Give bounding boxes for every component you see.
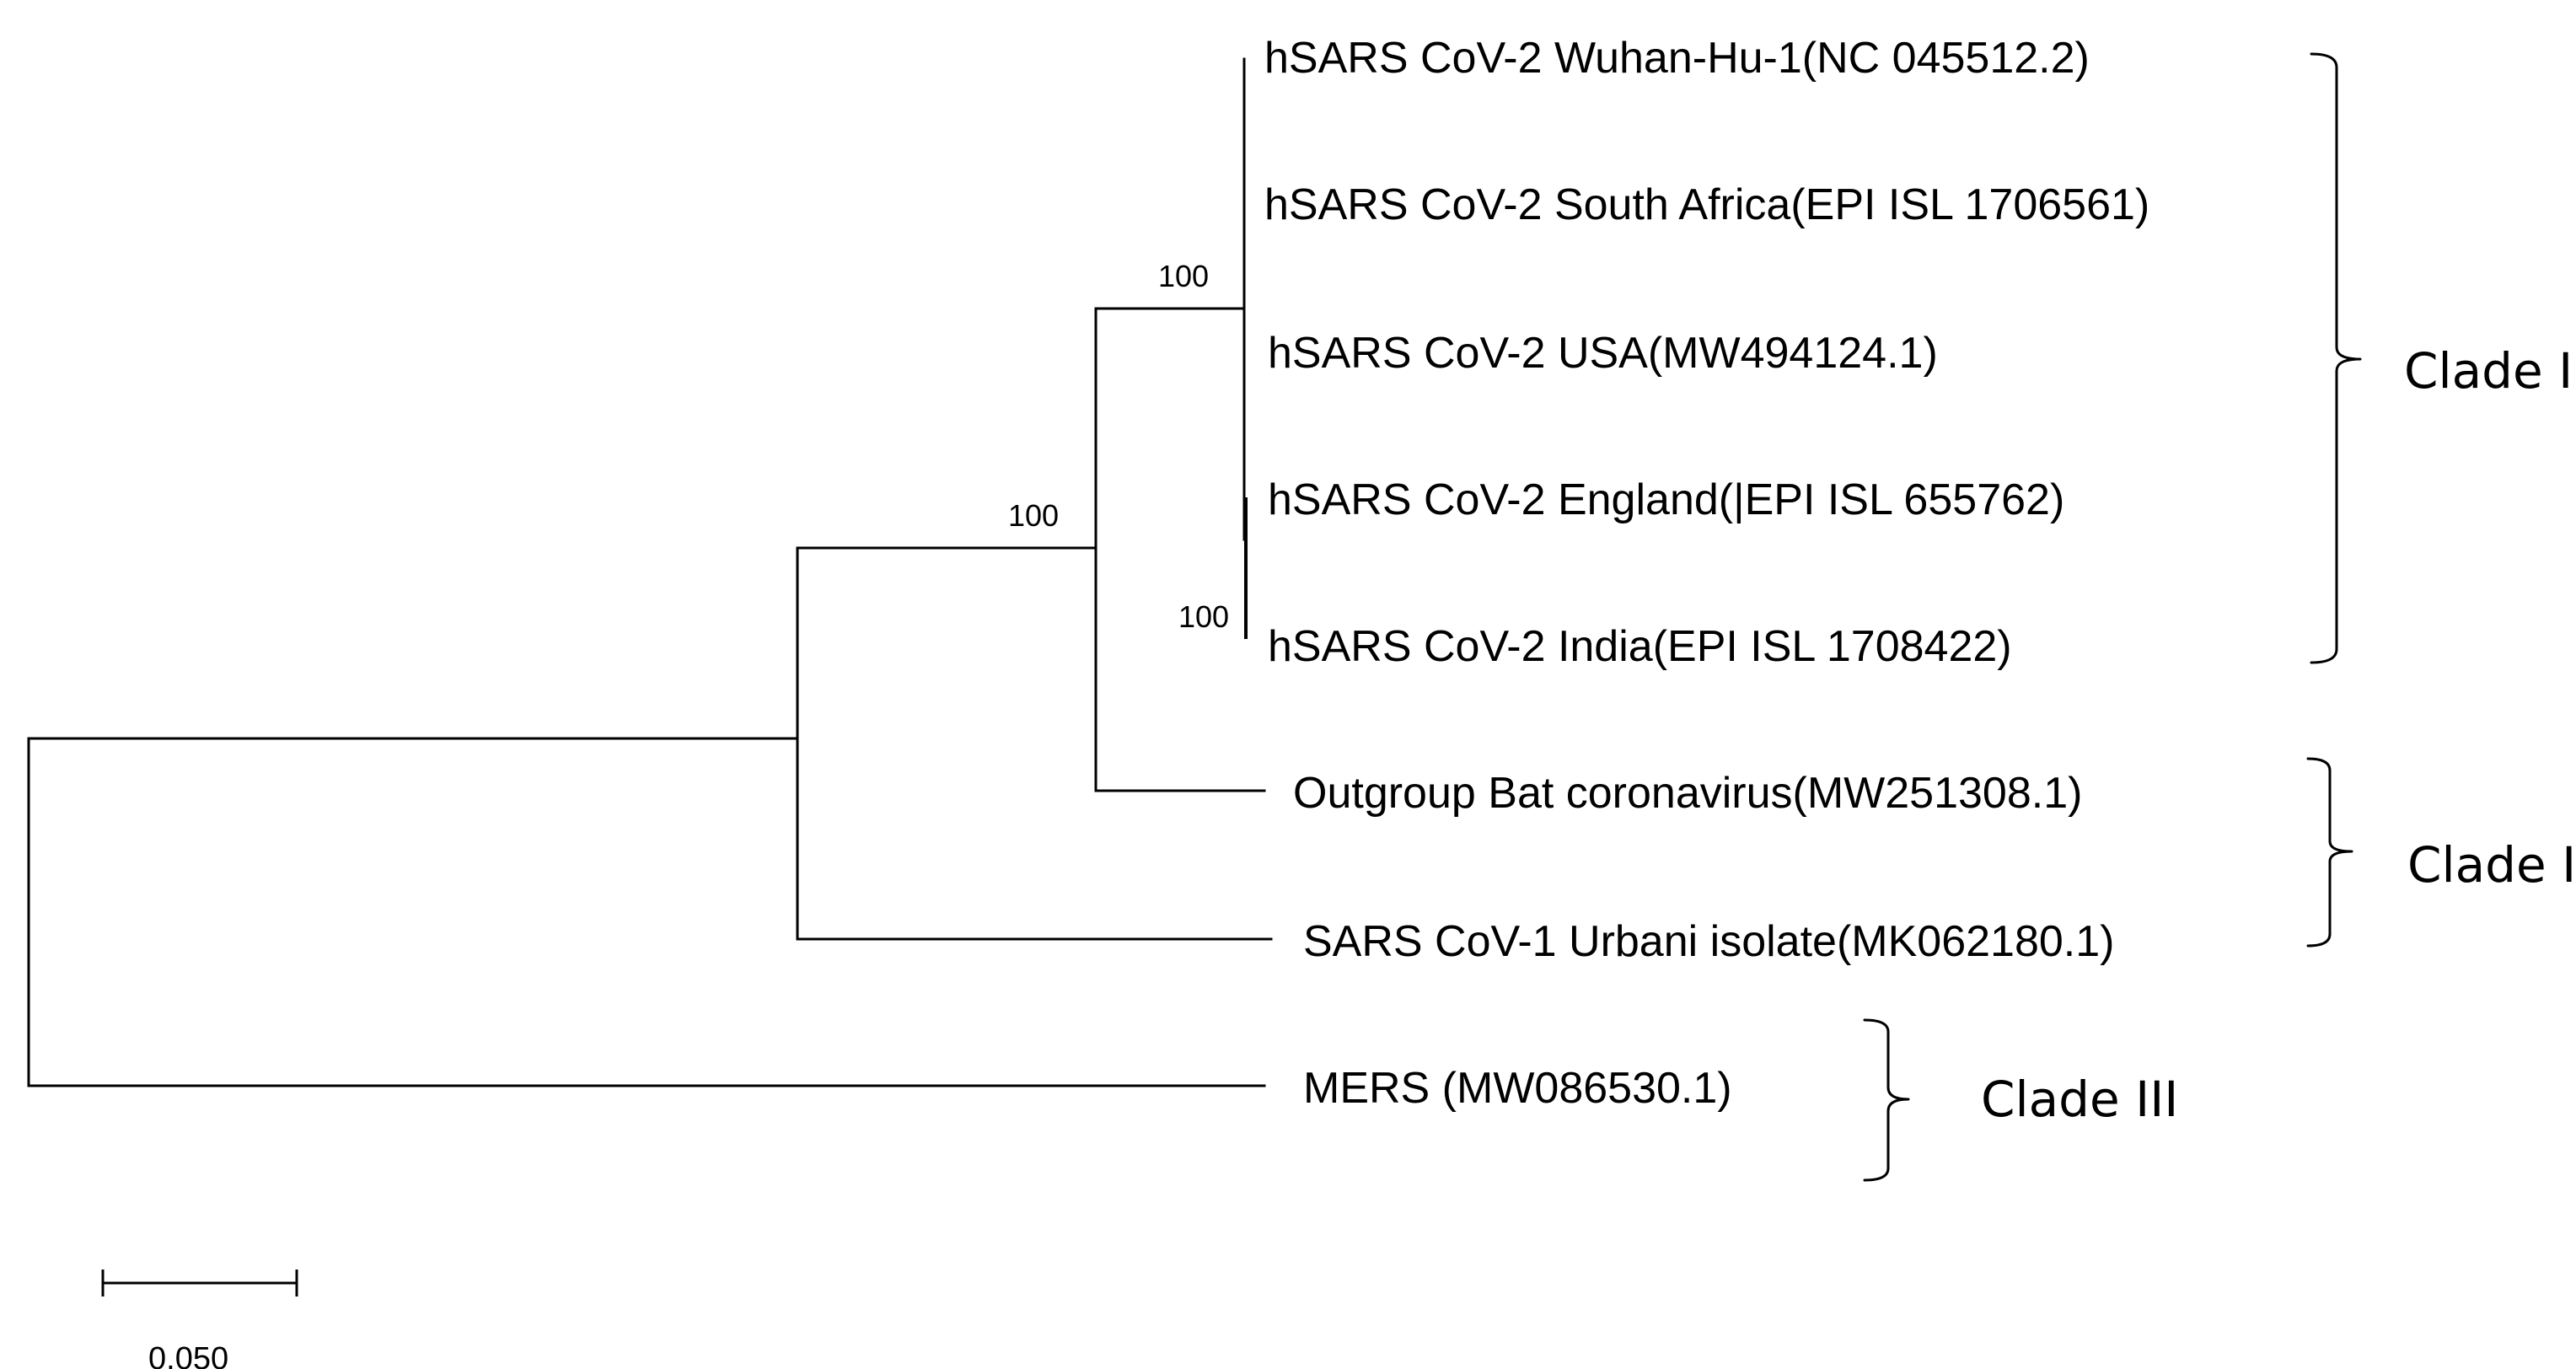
taxon-south-africa: hSARS CoV-2 South Africa(EPI ISL 1706561… bbox=[1264, 180, 2149, 229]
clade-3-label: Clade III bbox=[1981, 1071, 2178, 1128]
scale-bar-label: 0.050 bbox=[148, 1341, 228, 1369]
taxon-wuhan: hSARS CoV-2 Wuhan-Hu-1(NC 045512.2) bbox=[1264, 34, 2090, 83]
taxon-sars1: SARS CoV-1 Urbani isolate(MK062180.1) bbox=[1303, 917, 2114, 966]
scale-bar: 0.050 bbox=[101, 1270, 298, 1369]
bootstrap-sars2-bat: 100 bbox=[1008, 498, 1059, 533]
taxon-labels: hSARS CoV-2 Wuhan-Hu-1(NC 045512.2) hSAR… bbox=[1264, 34, 2149, 1113]
clade-3-bracket bbox=[1863, 1018, 1910, 1182]
taxon-bat: Outgroup Bat coronavirus(MW251308.1) bbox=[1293, 769, 2082, 818]
tree-branches bbox=[27, 57, 1273, 1087]
clade-2-label: Clade II bbox=[2407, 836, 2576, 894]
clade-brackets bbox=[1863, 52, 2362, 1182]
clade-1-label: Clade I bbox=[2404, 342, 2573, 400]
clade-1-bracket bbox=[2310, 52, 2362, 664]
clade-2-bracket bbox=[2306, 757, 2353, 948]
taxon-usa: hSARS CoV-2 USA(MW494124.1) bbox=[1268, 329, 1938, 378]
bootstrap-values: 100 100 100 bbox=[1008, 259, 1229, 634]
bootstrap-sars2-clade: 100 bbox=[1158, 259, 1209, 293]
taxon-mers: MERS (MW086530.1) bbox=[1303, 1064, 1732, 1113]
taxon-england: hSARS CoV-2 England(|EPI ISL 655762) bbox=[1268, 475, 2064, 524]
taxon-india: hSARS CoV-2 India(EPI ISL 1708422) bbox=[1268, 622, 2012, 671]
clade-labels: Clade I Clade II Clade III bbox=[1981, 342, 2576, 1128]
bootstrap-england-india: 100 bbox=[1178, 599, 1229, 634]
